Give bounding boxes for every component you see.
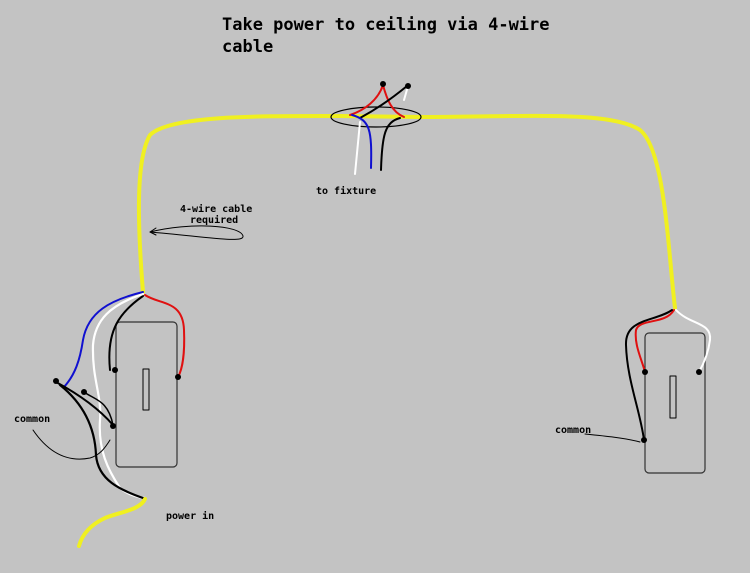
terminal-dot (112, 367, 118, 373)
wire-nut-dot (380, 81, 386, 87)
power-in-cable (77, 497, 147, 548)
cable-note-arrow (149, 225, 244, 240)
right-switch-body (644, 332, 706, 474)
right-wire-red (634, 309, 675, 373)
left-wire-red (144, 294, 186, 378)
terminal-dot (696, 369, 702, 375)
ceiling-junction-ellipse (330, 106, 422, 128)
to-fixture-label: to fixture (316, 186, 377, 197)
right-wire-white (675, 309, 712, 373)
fixture-wire-white (354, 121, 361, 175)
arrowhead (149, 227, 157, 236)
left-wire-black-top (108, 295, 144, 371)
power-in-label: power in (166, 511, 215, 522)
common-arrow-left (32, 429, 111, 460)
left-switch-toggle (142, 368, 150, 411)
wire-nut-dot (405, 83, 411, 89)
cable-note-line-1: 4-wire cable (180, 204, 253, 215)
common-label-left: common (14, 414, 51, 425)
common-label-right: common (555, 425, 592, 436)
terminal-dot (642, 369, 648, 375)
left-wire-black-short (83, 391, 114, 426)
left-wire-blue (63, 291, 144, 388)
fixture-wire-black-down (380, 117, 401, 171)
terminal-dot (81, 389, 87, 395)
fixture-wire-black (359, 85, 408, 119)
title-line-1: Take power to ceiling via 4-wire (222, 15, 550, 35)
right-wire-black (624, 309, 673, 441)
common-arrow-right (584, 433, 641, 443)
title-line-2: cable (222, 37, 274, 57)
terminal-dot (110, 423, 116, 429)
terminal-dot (641, 437, 647, 443)
diagram-title: Take power to ceiling via 4-wire cable (222, 14, 550, 58)
terminal-dot (175, 374, 181, 380)
fixture-wire-red (349, 84, 405, 118)
left-switch-body (115, 321, 178, 468)
terminal-dot (53, 378, 59, 384)
right-switch-toggle (669, 375, 677, 419)
cable-4-wire (136, 113, 677, 310)
cable-note-line-2: required (190, 215, 239, 226)
fixture-wire-blue (351, 114, 373, 169)
